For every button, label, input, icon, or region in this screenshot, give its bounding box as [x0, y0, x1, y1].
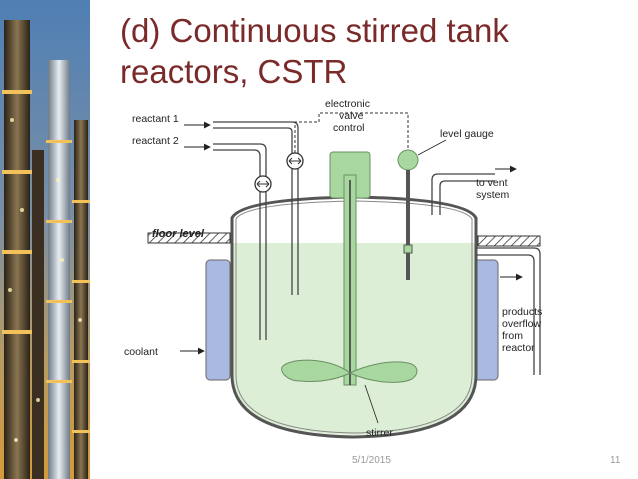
valve-reactant-1 [286, 152, 304, 170]
reactant-2-pipe [213, 143, 267, 340]
label-reactant-2: reactant 2 [132, 135, 179, 147]
label-level-gauge: level gauge [440, 128, 494, 140]
title-line-1: (d) Continuous stirred tank [120, 12, 509, 49]
label-products-line-1: products [502, 306, 542, 318]
level-gauge-head [397, 149, 419, 171]
label-products-line-4: reactor [502, 342, 535, 354]
vent-pipe [431, 173, 495, 215]
floor-hatch-right [477, 235, 541, 247]
label-stirrer: stirrer [366, 427, 393, 439]
page-number: 11 [610, 455, 621, 466]
label-products-line-2: overflow [502, 318, 542, 330]
label-coolant: coolant [124, 346, 158, 358]
reactor-vessel [230, 195, 478, 439]
valve-control-line [294, 112, 409, 153]
stirrer-impeller [281, 359, 418, 383]
floor-hatch-left [147, 232, 231, 244]
footer-date: 5/1/2015 [352, 455, 391, 466]
cstr-diagram: reactant 1 reactant 2 electronic valve c… [110, 95, 550, 445]
label-vent-line-1: to vent [476, 177, 508, 189]
reactant-1-pipe [213, 121, 299, 295]
side-photo-refinery [0, 0, 90, 479]
label-reactant-1: reactant 1 [132, 113, 179, 125]
label-valve-line-3: control [333, 122, 365, 134]
cooling-jacket-right [473, 259, 499, 381]
label-vent-line-2: system [476, 189, 510, 201]
label-valve-line-2: valve [339, 110, 364, 122]
cooling-jacket-left [205, 259, 231, 381]
slide-title: (d) Continuous stirred tank reactors, CS… [120, 10, 620, 92]
title-line-2: reactors, CSTR [120, 53, 348, 90]
products-overflow-pipe [476, 247, 541, 375]
valve-reactant-2 [254, 175, 272, 193]
label-products-line-3: from [502, 330, 523, 342]
label-floor-level: floor level [152, 228, 205, 240]
label-valve-line-1: electronic [325, 98, 370, 110]
